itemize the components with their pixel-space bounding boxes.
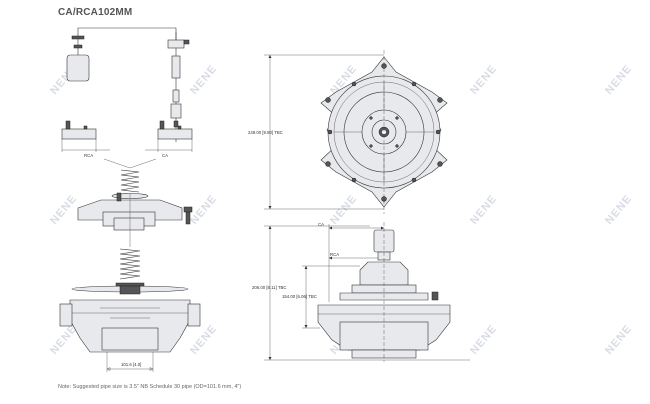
rca-dim-label: RCA xyxy=(330,252,339,257)
watermark: NENE xyxy=(468,323,499,357)
watermark: NENE xyxy=(48,193,79,227)
exploded-view: RCA CA xyxy=(59,27,201,372)
ca-label: CA xyxy=(162,153,168,158)
watermark: NENE xyxy=(188,63,219,97)
main-spring xyxy=(119,248,141,280)
page-title: CA/RCA102MM xyxy=(58,7,133,18)
rca-label: RCA xyxy=(84,153,93,158)
pipe-dimension: 101.6 [4.0] xyxy=(106,352,154,372)
pipe-width-label: 101.6 [4.0] xyxy=(121,362,141,367)
watermark: NENE xyxy=(188,323,219,357)
watermark: NENE xyxy=(328,193,359,227)
valve-cover xyxy=(77,192,193,247)
watermark: NENE xyxy=(603,323,634,357)
watermark: NENE xyxy=(188,193,219,227)
ca-dim-label: CA xyxy=(318,222,324,227)
top-view: 249.00 [9.80] TBC xyxy=(248,50,448,214)
watermark: NENE xyxy=(468,63,499,97)
footer-note: Note: Suggested pipe size is 3.5" NB Sch… xyxy=(58,384,242,390)
tbc-top-label: 249.00 [9.80] TBC xyxy=(248,130,283,135)
side-view: CA RCA 206.00 [8.11] TBC 154.00 [6.06] T… xyxy=(252,222,470,362)
height-total-label: 206.00 [8.11] TBC xyxy=(252,285,286,290)
solenoid-assembly xyxy=(167,32,190,142)
orifice-plate-rca xyxy=(61,120,97,152)
watermark: NENE xyxy=(603,63,634,97)
watermark: NENE xyxy=(468,193,499,227)
upper-spring xyxy=(120,169,140,193)
height-body-label: 154.00 [6.06] TBC xyxy=(282,294,317,299)
main-diaphragm xyxy=(71,282,189,295)
pilot-cap xyxy=(66,27,177,82)
valve-body xyxy=(59,299,201,353)
watermark: NENE xyxy=(603,193,634,227)
